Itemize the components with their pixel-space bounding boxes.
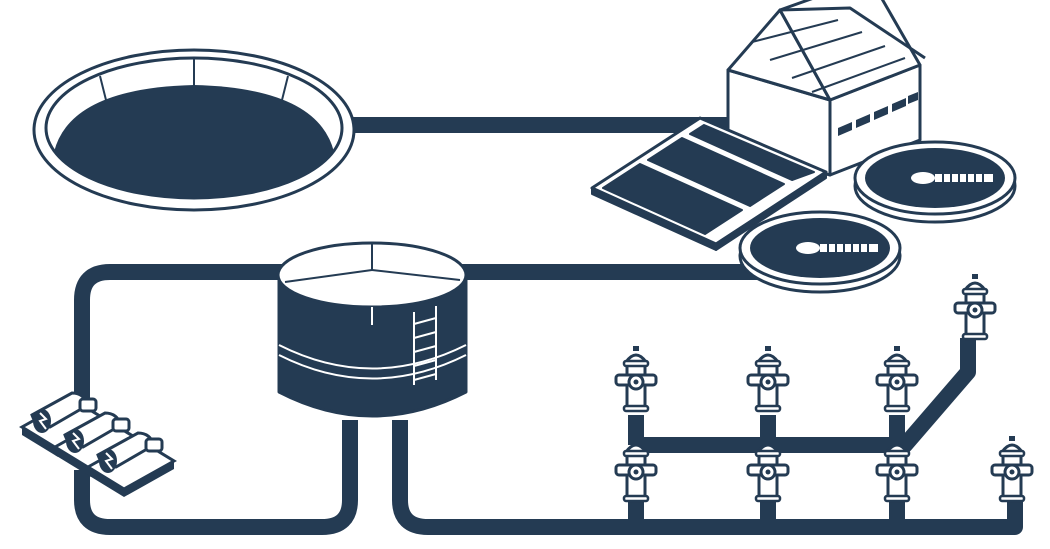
water-tank-icon [276,241,468,418]
clarifier-icon [853,140,1017,224]
fire-hydrant-icon [746,344,790,413]
reservoir-icon [32,48,356,212]
settling-basin-icon [590,116,828,251]
fire-hydrant-icon [614,344,658,413]
fire-hydrant-icon [990,434,1034,503]
pipe-tank-to-pumps [74,264,290,400]
clarifier-icon [738,210,902,294]
pipe-tank-to-distribution [392,420,1023,535]
pipe-upper-branch [636,338,976,453]
pipe-pumps-return [74,420,358,535]
fire-hydrant-icon [953,272,997,341]
fire-hydrant-icon [875,344,919,413]
